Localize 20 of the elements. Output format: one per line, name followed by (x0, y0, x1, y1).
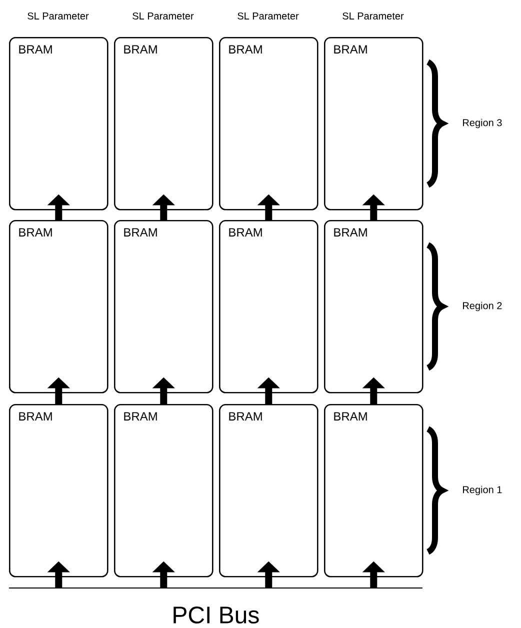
memory-block: BRAM (324, 404, 424, 578)
memory-block: BRAM (9, 37, 108, 210)
memory-block: BRAM (219, 37, 318, 210)
memory-block: BRAM (114, 37, 214, 210)
memory-block: BRAM (324, 37, 424, 210)
memory-block: BRAM (114, 404, 214, 578)
region-label: Region 3 (463, 118, 502, 128)
memory-block: BRAM (9, 404, 108, 578)
column-label: SL Parameter (132, 12, 194, 20)
memory-block: BRAM (114, 220, 214, 394)
memory-block: BRAM (219, 404, 318, 578)
column-label: SL Parameter (28, 12, 89, 20)
region-label: Region 1 (463, 486, 502, 496)
column-label: SL Parameter (238, 12, 299, 20)
memory-block: BRAM (9, 220, 108, 394)
column-label: SL Parameter (342, 12, 404, 20)
memory-block: BRAM (219, 220, 318, 394)
bus-line: PCI Bus (8, 588, 423, 624)
memory-block: BRAM (324, 220, 424, 394)
region-label: Region 2 (463, 302, 502, 312)
